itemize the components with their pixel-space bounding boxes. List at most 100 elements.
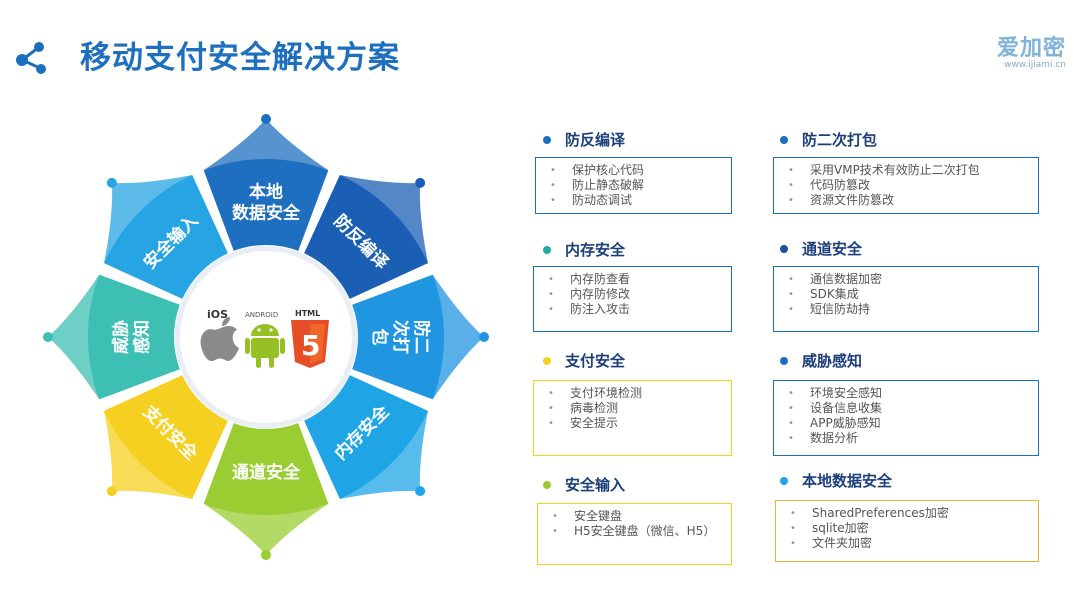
section-item: 环境安全感知 [788, 386, 1038, 401]
wheel-segment-7: 威胁感知 [43, 274, 180, 400]
section-title: 支付安全 [543, 350, 625, 371]
section-box: 支付环境检测病毒检测安全提示 [533, 380, 732, 456]
logo-brand-text: 爱加密 [996, 36, 1066, 61]
segment-tip-dot [106, 486, 117, 497]
section-item: SharedPreferences加密 [790, 506, 1038, 521]
section-title-text: 通道安全 [802, 240, 863, 258]
section-title-text: 防反编译 [565, 131, 626, 149]
section-box: 采用VMP技术有效防止二次打包代码防篡改资源文件防篡改 [773, 157, 1039, 214]
wheel-segment-label: 通道安全 [232, 462, 301, 483]
section-title: 威胁感知 [780, 350, 862, 371]
bullet-dot-icon [543, 245, 551, 254]
section-box: 通信数据加密SDK集成短信防劫持 [773, 266, 1039, 332]
segment-tip-dot [479, 332, 489, 342]
wheel-segment-label: 本地 [249, 182, 283, 203]
section-title: 本地数据安全 [780, 470, 892, 491]
wheel-svg: 本地数据安全防反编译防二次打包内存安全通道安全支付安全威胁感知安全输入 [43, 114, 489, 560]
section-item-list: 保护核心代码防止静态破解防动态调试 [536, 163, 731, 208]
section-box: 环境安全感知设备信息收集APP威胁感知数据分析 [773, 380, 1039, 456]
section-item-list: 安全键盘H5安全键盘（微信、H5） [538, 509, 731, 539]
wheel-segment-2: 防反编译 [304, 175, 428, 299]
section-box: 内存防查看内存防修改防注入攻击 [533, 266, 732, 332]
wheel-segment-label: 防二 [411, 320, 432, 354]
share-icon [16, 42, 46, 74]
section-item: 病毒检测 [548, 401, 731, 416]
section-title: 防反编译 [543, 129, 625, 150]
wheel-segment-3: 防二次打包 [352, 274, 489, 400]
section-title-text: 支付安全 [565, 352, 626, 370]
html5-icon: HTML 5 [291, 309, 329, 368]
section-title-text: 本地数据安全 [802, 472, 893, 490]
section-item: 短信防劫持 [788, 302, 1038, 317]
section-item: 防动态调试 [550, 193, 731, 208]
svg-text:5: 5 [301, 329, 320, 362]
section-title-text: 安全输入 [565, 476, 626, 494]
section-item-list: 通信数据加密SDK集成短信防劫持 [774, 272, 1038, 317]
bullet-dot-icon [780, 135, 788, 144]
svg-text:iOS: iOS [207, 308, 228, 321]
section-item: 内存防修改 [548, 287, 731, 302]
bullet-dot-icon [780, 244, 788, 253]
section-item-list: 内存防查看内存防修改防注入攻击 [534, 272, 731, 317]
brand-logo: 爱加密 www.ijiami.cn [997, 30, 1066, 70]
section-item: SDK集成 [788, 287, 1038, 302]
section-box: SharedPreferences加密sqlite加密文件夹加密 [775, 500, 1039, 562]
section-item: 防止静态破解 [550, 178, 731, 193]
android-icon: ANDROID [245, 311, 285, 368]
wheel-segment-8: 安全输入 [104, 175, 228, 299]
section-item-list: SharedPreferences加密sqlite加密文件夹加密 [776, 506, 1038, 551]
section-item: 内存防查看 [548, 272, 731, 287]
section-item-list: 环境安全感知设备信息收集APP威胁感知数据分析 [774, 386, 1038, 446]
section-box: 保护核心代码防止静态破解防动态调试 [535, 157, 732, 214]
logo-url-text: www.ijiami.cn [1004, 60, 1066, 70]
section-title-text: 威胁感知 [802, 352, 863, 370]
section-item: 代码防篡改 [788, 178, 1038, 193]
section-item: APP威胁感知 [788, 416, 1038, 431]
section-item: 文件夹加密 [790, 536, 1038, 551]
segment-tip-dot [261, 114, 271, 124]
section-item: 资源文件防篡改 [788, 193, 1038, 208]
section-item: 安全提示 [548, 416, 731, 431]
bullet-dot-icon [543, 135, 551, 144]
section-item: 防注入攻击 [548, 302, 731, 317]
section-item: 设备信息收集 [788, 401, 1038, 416]
section-item: 安全键盘 [552, 509, 731, 524]
section-item: 数据分析 [788, 431, 1038, 446]
bullet-dot-icon [543, 480, 551, 489]
section-item: 通信数据加密 [788, 272, 1038, 287]
section-title-text: 内存安全 [565, 241, 626, 259]
section-title: 防二次打包 [780, 129, 877, 150]
wheel-segment-5: 通道安全 [203, 423, 329, 560]
section-item-list: 支付环境检测病毒检测安全提示 [534, 386, 731, 431]
section-title: 通道安全 [780, 238, 862, 259]
section-item: 保护核心代码 [550, 163, 731, 178]
section-title: 安全输入 [543, 474, 625, 495]
wheel-segment-1: 本地数据安全 [203, 114, 329, 251]
wheel-segment-label: 感知 [132, 320, 153, 354]
svg-text:HTML: HTML [295, 309, 320, 318]
segment-tip-dot [106, 177, 117, 188]
segment-tip-dot [415, 177, 426, 188]
page-title: 移动支付安全解决方案 [80, 40, 400, 76]
wheel-segment-label: 数据安全 [232, 203, 301, 224]
section-item-list: 采用VMP技术有效防止二次打包代码防篡改资源文件防篡改 [774, 163, 1038, 208]
section-title-text: 防二次打包 [802, 131, 878, 149]
bullet-dot-icon [780, 356, 788, 365]
section-item: sqlite加密 [790, 521, 1038, 536]
segment-tip-dot [43, 332, 53, 342]
wheel-segment-label: 次打 [390, 320, 411, 354]
svg-text:ANDROID: ANDROID [245, 311, 278, 319]
wheel-center [180, 251, 352, 423]
section-box: 安全键盘H5安全键盘（微信、H5） [537, 503, 732, 565]
bullet-dot-icon [543, 356, 551, 365]
wheel-segment-label: 威胁 [111, 320, 132, 354]
section-item: H5安全键盘（微信、H5） [552, 524, 731, 539]
wheel-segment-6: 支付安全 [104, 375, 228, 499]
security-wheel: 本地数据安全防反编译防二次打包内存安全通道安全支付安全威胁感知安全输入 [0, 100, 520, 606]
section-item: 支付环境检测 [548, 386, 731, 401]
bullet-dot-icon [780, 476, 788, 485]
wheel-segment-4: 内存安全 [304, 375, 428, 499]
segment-tip-dot [261, 550, 271, 560]
platform-icons: iOS ANDROID HTML 5 [200, 308, 329, 368]
section-title: 内存安全 [543, 239, 625, 260]
